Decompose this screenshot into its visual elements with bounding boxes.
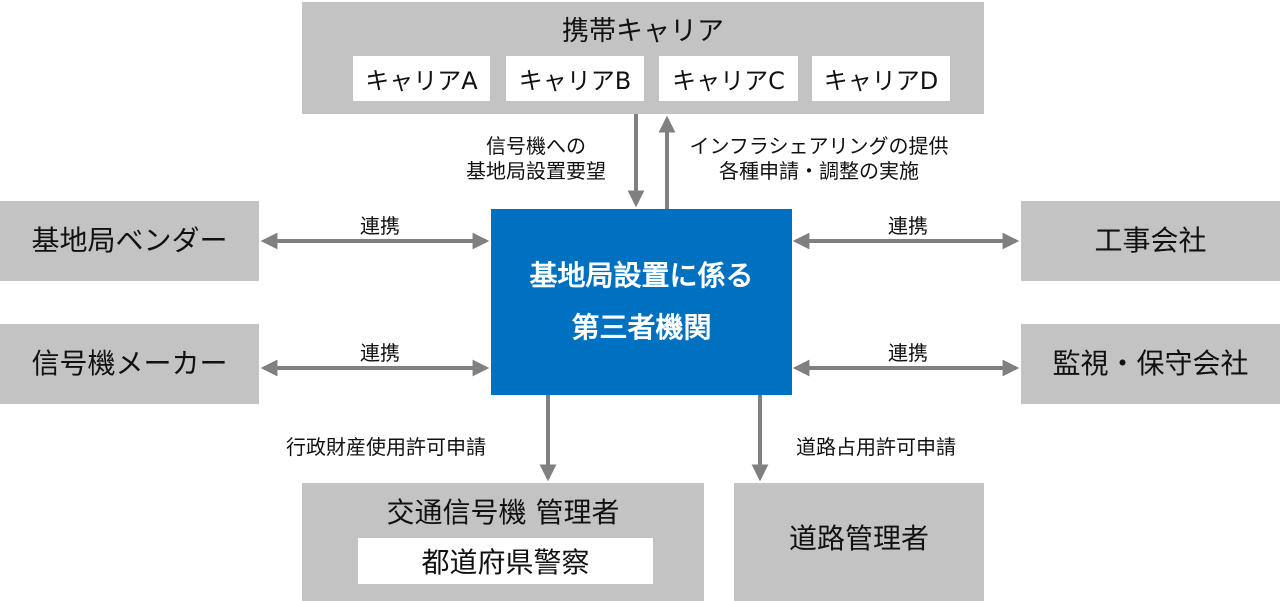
prefectural-police-box: 都道府県警察 bbox=[358, 538, 653, 584]
carrier-a-box: キャリアA bbox=[353, 56, 490, 101]
traffic-signal-admin-box: 交通信号機 管理者 都道府県警察 bbox=[302, 483, 704, 601]
link-label-left-bottom: 連携 bbox=[360, 341, 400, 365]
center-title-line2: 第三者機関 bbox=[571, 311, 712, 344]
carrier-c-box: キャリアC bbox=[659, 56, 798, 101]
provide-label-line1: インフラシェアリングの提供 bbox=[689, 134, 949, 158]
center-title-line1: 基地局設置に係る bbox=[529, 259, 754, 292]
base-station-vendor-label: 基地局ベンダー bbox=[31, 224, 228, 257]
traffic-signal-admin-title: 交通信号機 管理者 bbox=[386, 496, 620, 529]
request-label: 信号機への 基地局設置要望 bbox=[446, 134, 626, 184]
maintenance-company-box: 監視・保守会社 bbox=[1021, 324, 1280, 404]
provide-label: インフラシェアリングの提供 各種申請・調整の実施 bbox=[684, 134, 954, 184]
signal-maker-label: 信号機メーカー bbox=[31, 347, 228, 380]
maintenance-company-label: 監視・保守会社 bbox=[1052, 347, 1249, 380]
road-admin-box: 道路管理者 bbox=[734, 483, 984, 601]
carrier-group-box: 携帯キャリア キャリアA キャリアB キャリアC キャリアD bbox=[302, 2, 984, 114]
third-party-organization-box: 基地局設置に係る 第三者機関 bbox=[491, 209, 792, 395]
link-label-right-bottom: 連携 bbox=[888, 341, 928, 365]
link-label-right-top: 連携 bbox=[888, 214, 928, 238]
provide-label-line2: 各種申請・調整の実施 bbox=[719, 159, 919, 183]
carrier-d-box: キャリアD bbox=[812, 56, 950, 101]
road-admin-label: 道路管理者 bbox=[788, 522, 929, 555]
admin-permit-label: 行政財産使用許可申請 bbox=[286, 435, 486, 459]
request-label-line2: 基地局設置要望 bbox=[466, 159, 606, 183]
signal-maker-box: 信号機メーカー bbox=[0, 324, 259, 404]
construction-company-label: 工事会社 bbox=[1094, 224, 1207, 257]
request-label-line1: 信号機への bbox=[486, 134, 586, 158]
base-station-vendor-box: 基地局ベンダー bbox=[0, 201, 259, 281]
carrier-group-title: 携帯キャリア bbox=[562, 16, 724, 47]
link-label-left-top: 連携 bbox=[360, 214, 400, 238]
construction-company-box: 工事会社 bbox=[1021, 201, 1280, 281]
road-permit-label: 道路占用許可申請 bbox=[796, 435, 956, 459]
carrier-b-box: キャリアB bbox=[506, 56, 644, 101]
